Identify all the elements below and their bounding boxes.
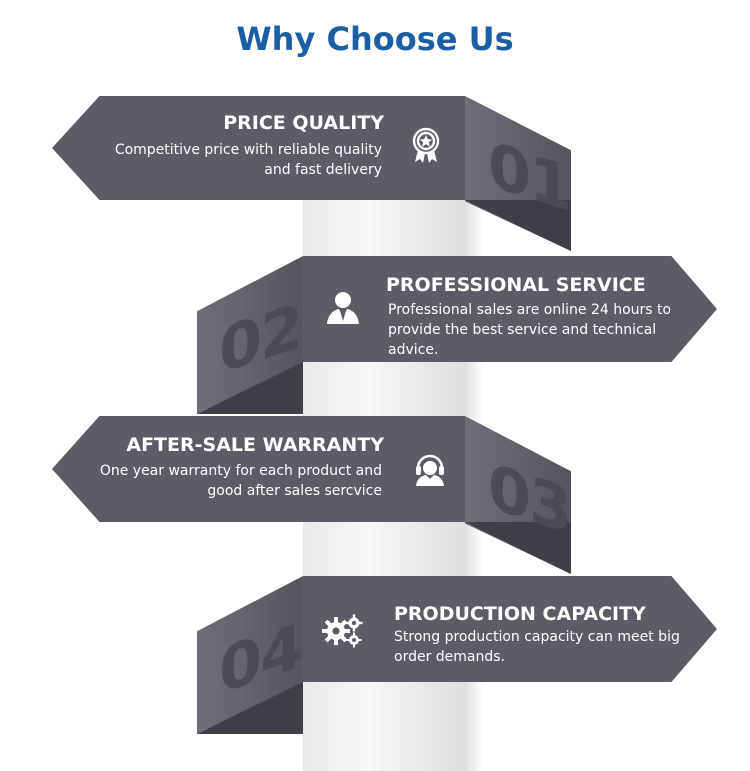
item-2-heading: PROFESSIONAL SERVICE xyxy=(386,274,646,296)
item-1-desc-line-1: Competitive price with reliable quality xyxy=(114,142,382,158)
item-4-description: Strong production capacity can meet big … xyxy=(394,627,694,667)
item-2-description: Professional sales are online 24 hours t… xyxy=(388,300,708,360)
gears-icon xyxy=(322,614,363,648)
businessman-icon xyxy=(327,292,359,324)
item-4-desc-line-1: Strong production capacity can meet big xyxy=(394,629,680,645)
item-4-desc-line-2: order demands. xyxy=(394,649,506,665)
item-3-desc-line-2: good after sales sercvice xyxy=(207,483,382,499)
item-1-description: Competitive price with reliable quality … xyxy=(82,140,382,180)
item-1-heading: PRICE QUALITY xyxy=(223,112,384,134)
item-1-desc-line-2: and fast delivery xyxy=(264,162,382,178)
item-1-banner xyxy=(52,96,465,200)
award-medal-icon xyxy=(412,127,440,163)
item-4-heading: PRODUCTION CAPACITY xyxy=(394,603,646,625)
item-3-heading: AFTER-SALE WARRANTY xyxy=(126,434,384,456)
item-2-desc-line-2: provide the best service and technical a… xyxy=(388,322,657,358)
headset-support-icon xyxy=(416,454,444,486)
page-title: Why Choose Us xyxy=(236,20,514,58)
item-2-banner xyxy=(303,256,717,362)
item-2-desc-line-1: Professional sales are online 24 hours t… xyxy=(388,302,672,318)
item-3-desc-line-1: One year warranty for each product and xyxy=(99,463,382,479)
item-4-banner xyxy=(303,576,717,682)
item-3-banner xyxy=(52,416,465,522)
item-3-description: One year warranty for each product and g… xyxy=(82,461,382,501)
